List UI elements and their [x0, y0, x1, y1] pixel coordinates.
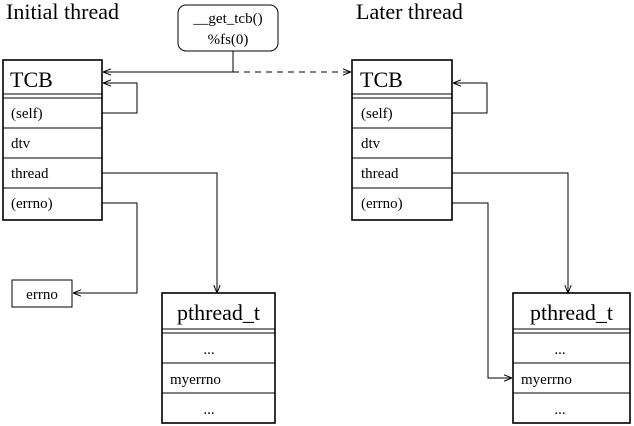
initial-thread-heading: Initial thread: [6, 0, 119, 24]
fs-register-label: %fs(0): [208, 32, 249, 48]
later-pthread-ellipsis-bottom: ...: [554, 402, 565, 418]
later-pthread-struct: pthread_t ... myerrno ...: [512, 292, 631, 424]
later-errno-pointer-arrow: [452, 202, 512, 378]
later-tcb-field-thread: thread: [361, 166, 399, 182]
later-tcb-field-errno: (errno): [361, 196, 403, 212]
initial-tcb-field-dtv: dtv: [11, 136, 31, 152]
errno-variable-box: errno: [11, 279, 73, 308]
later-self-pointer-arrow: [452, 83, 488, 114]
initial-self-pointer-arrow: [102, 83, 138, 114]
call-box-connectors: [103, 51, 351, 72]
initial-pthread-ellipsis-bottom: ...: [203, 402, 214, 418]
later-tcb-field-self: (self): [361, 106, 393, 122]
later-tcb-struct: TCB (self) dtv thread (errno): [351, 59, 453, 221]
initial-tcb-field-self: (self): [11, 106, 43, 122]
later-pthread-myerrno: myerrno: [521, 372, 572, 388]
initial-tcb-title: TCB: [10, 67, 53, 92]
initial-pthread-myerrno: myerrno: [170, 372, 221, 388]
later-thread-pointer-arrow: [452, 172, 568, 293]
later-tcb-field-dtv: dtv: [361, 136, 381, 152]
later-tcb-title: TCB: [360, 67, 403, 92]
initial-pthread-title: pthread_t: [177, 300, 260, 325]
later-thread-heading: Later thread: [356, 0, 463, 24]
errno-variable-label: errno: [26, 287, 58, 303]
initial-pthread-ellipsis-top: ...: [203, 342, 214, 358]
later-pthread-ellipsis-top: ...: [554, 342, 565, 358]
initial-tcb-field-errno: (errno): [11, 196, 53, 212]
initial-pthread-struct: pthread_t ... myerrno ...: [161, 292, 276, 424]
later-pthread-title: pthread_t: [530, 300, 613, 325]
initial-tcb-field-thread: thread: [11, 166, 49, 182]
get-tcb-call-box: __get_tcb() %fs(0): [177, 4, 279, 52]
initial-tcb-struct: TCB (self) dtv thread (errno): [2, 59, 103, 221]
initial-errno-pointer-arrow: [73, 202, 138, 293]
get-tcb-function-label: __get_tcb(): [192, 11, 262, 27]
initial-thread-pointer-arrow: [102, 172, 217, 293]
